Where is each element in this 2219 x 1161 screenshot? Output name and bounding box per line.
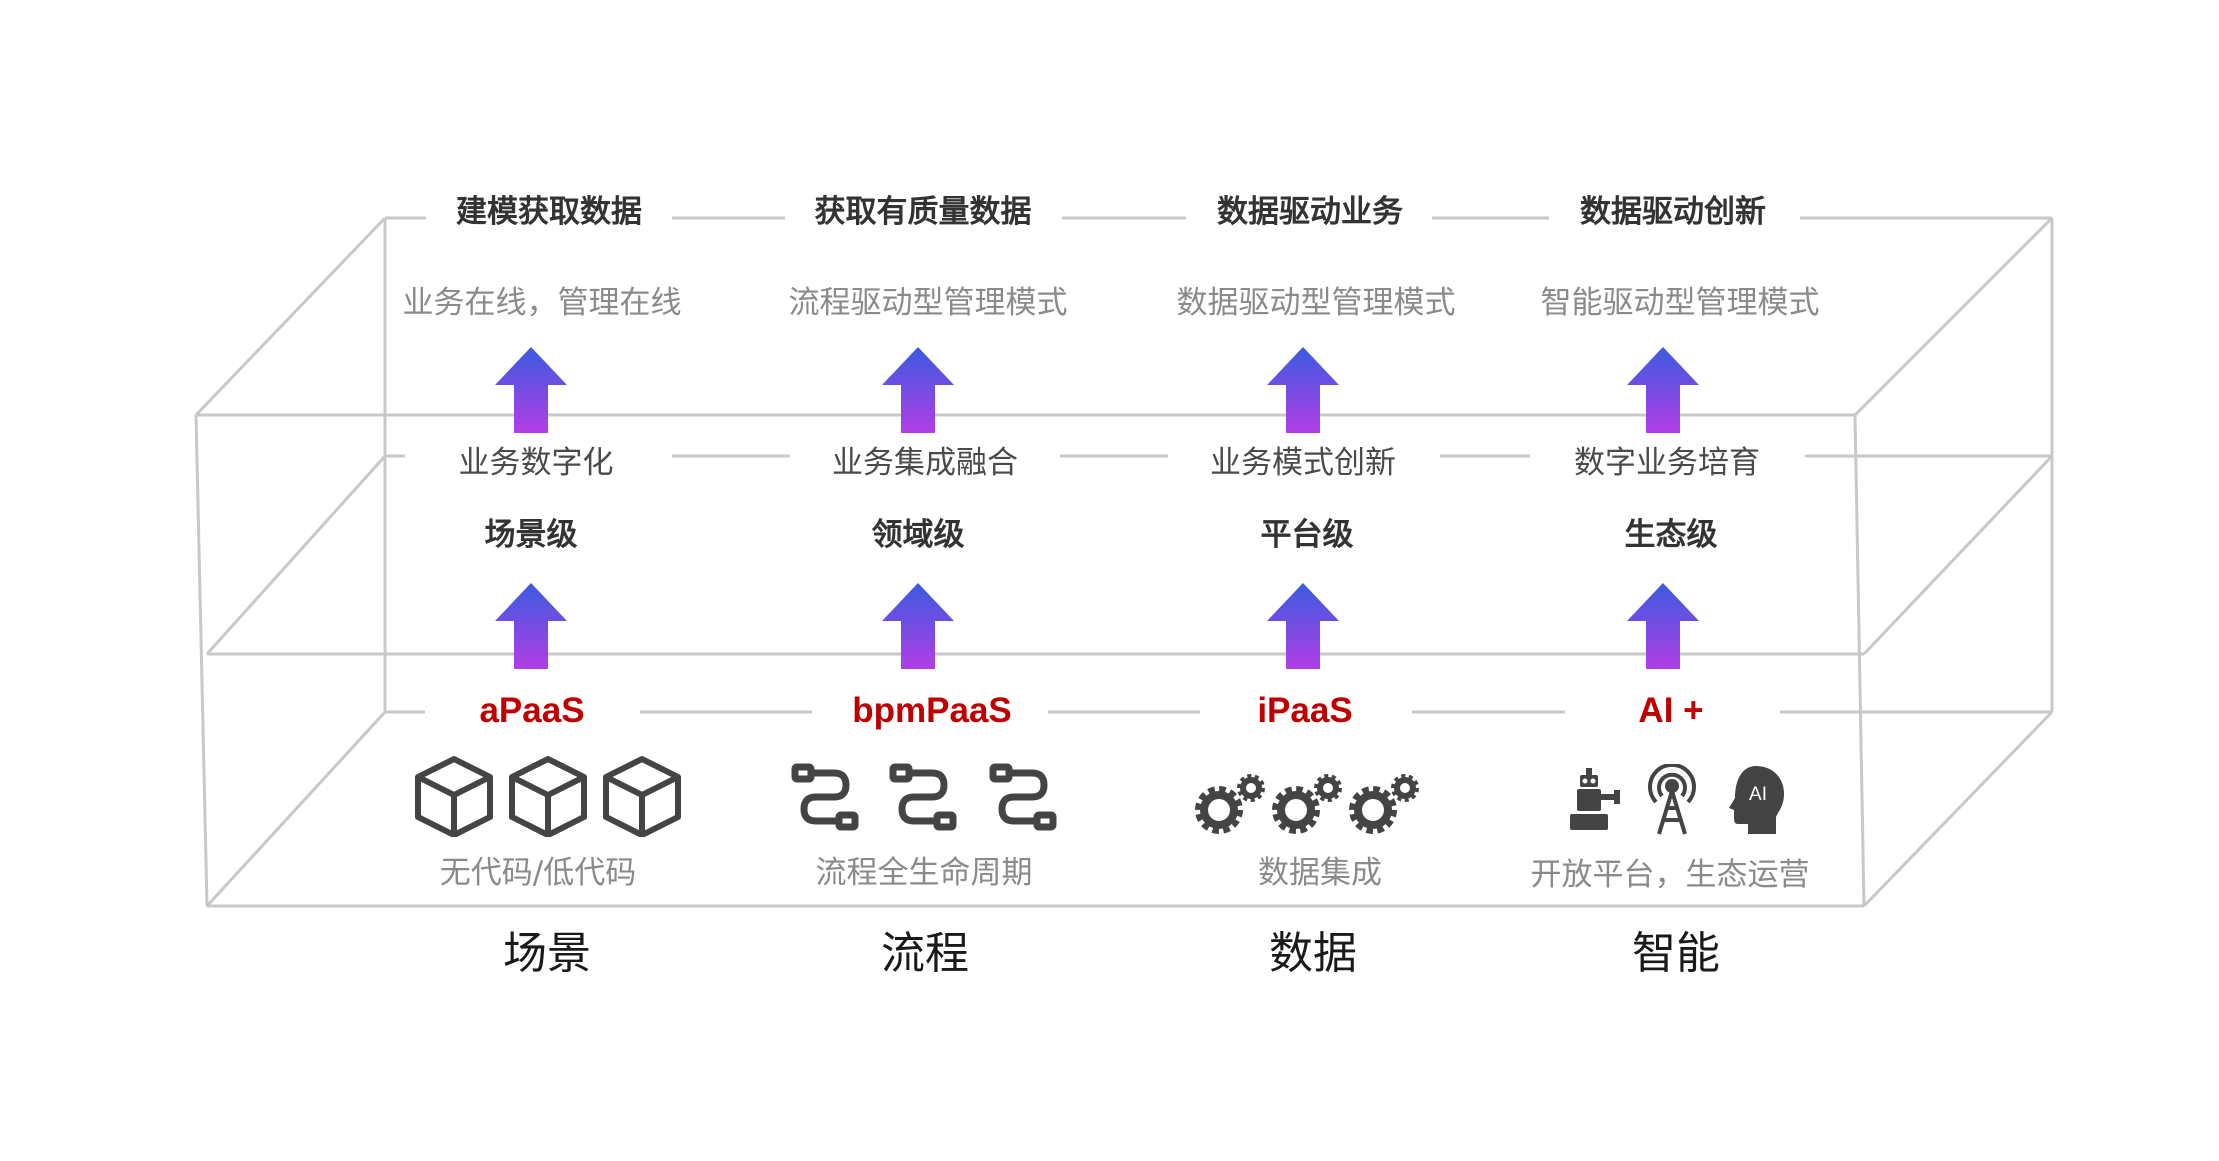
workflow-icon bbox=[989, 763, 1057, 831]
upgrade-arrow-icon bbox=[1267, 583, 1339, 669]
upgrade-arrow-icon bbox=[495, 583, 567, 669]
column-2-value: 业务集成融合 bbox=[832, 445, 1018, 481]
column-1-level: 场景级 bbox=[484, 517, 578, 553]
upgrade-arrow-icon bbox=[1627, 347, 1699, 433]
column-3-platform: iPaaS bbox=[1257, 691, 1353, 730]
robot-icon bbox=[1570, 768, 1620, 830]
cube-icon bbox=[509, 756, 587, 837]
column-1-description: 无代码/低代码 bbox=[439, 855, 637, 891]
gears-icon bbox=[1272, 774, 1342, 834]
column-4-management-mode: 智能驱动型管理模式 bbox=[1540, 285, 1820, 321]
workflow-icon bbox=[889, 763, 957, 831]
column-2-management-mode: 流程驱动型管理模式 bbox=[788, 285, 1068, 321]
gears-icon bbox=[1349, 774, 1419, 834]
column-4-title: 数据驱动创新 bbox=[1580, 194, 1766, 230]
column-2-platform: bpmPaaS bbox=[852, 691, 1012, 730]
cube-icon bbox=[603, 756, 681, 837]
antenna-icon bbox=[1648, 764, 1696, 835]
ai-head-icon: AI bbox=[1729, 766, 1784, 834]
column-3-title: 数据驱动业务 bbox=[1217, 194, 1403, 230]
ai-badge-label: AI bbox=[1749, 784, 1767, 805]
upgrade-arrow-icon bbox=[1267, 347, 1339, 433]
upgrade-arrow-icon bbox=[495, 347, 567, 433]
column-2-description: 流程全生命周期 bbox=[815, 855, 1033, 891]
cube-icon bbox=[415, 756, 493, 837]
gears-icon bbox=[1195, 774, 1265, 834]
column-2-domain: 流程 bbox=[881, 928, 969, 979]
column-3-management-mode: 数据驱动型管理模式 bbox=[1176, 285, 1456, 321]
column-2-title: 获取有质量数据 bbox=[814, 194, 1032, 230]
column-4-level: 生态级 bbox=[1624, 517, 1718, 553]
column-3-level: 平台级 bbox=[1260, 517, 1354, 553]
column-4-description: 开放平台，生态运营 bbox=[1530, 857, 1810, 893]
workflow-icon bbox=[791, 763, 859, 831]
column-1-domain: 场景 bbox=[503, 928, 591, 979]
column-4-value: 数字业务培育 bbox=[1574, 445, 1760, 481]
column-3-value: 业务模式创新 bbox=[1210, 445, 1396, 481]
upgrade-arrow-icon bbox=[882, 583, 954, 669]
column-1-value: 业务数字化 bbox=[458, 445, 614, 481]
column-3-description: 数据集成 bbox=[1258, 855, 1382, 891]
column-1-title: 建模获取数据 bbox=[456, 194, 642, 230]
column-2-level: 领域级 bbox=[871, 517, 965, 553]
upgrade-arrow-icon bbox=[882, 347, 954, 433]
upgrade-arrow-icon bbox=[1627, 583, 1699, 669]
column-1-management-mode: 业务在线，管理在线 bbox=[402, 285, 682, 321]
column-3-domain: 数据 bbox=[1269, 928, 1357, 979]
column-4-platform: AI + bbox=[1638, 691, 1704, 730]
column-1-platform: aPaaS bbox=[479, 691, 585, 730]
column-4-domain: 智能 bbox=[1632, 928, 1720, 979]
